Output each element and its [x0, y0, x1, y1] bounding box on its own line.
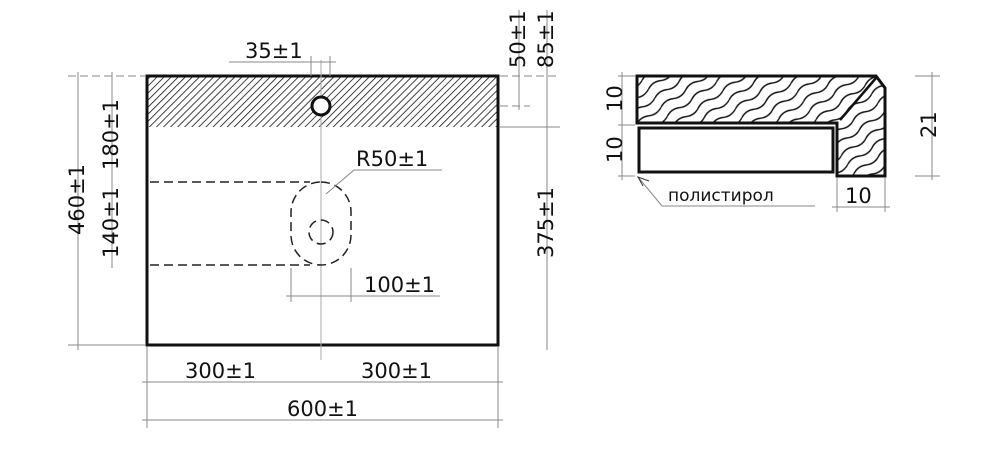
svg-text:35±1: 35±1 — [245, 39, 303, 63]
svg-text:50±1: 50±1 — [506, 10, 530, 68]
svg-text:85±1: 85±1 — [534, 10, 558, 68]
dim-thickness: 21 — [915, 72, 941, 180]
svg-text:460±1: 460±1 — [65, 164, 89, 235]
section-view: 10 10 21 10 полистирол — [603, 72, 941, 212]
drain-hole — [308, 219, 334, 245]
svg-text:полистирол: полистирол — [668, 186, 774, 206]
svg-text:10: 10 — [603, 136, 627, 163]
svg-text:180±1: 180±1 — [99, 99, 123, 170]
dim-slot-width: 100±1 — [286, 268, 440, 302]
hatched-shell — [635, 74, 887, 178]
drain-slot — [290, 181, 352, 266]
material-callout: полистирол — [636, 176, 815, 207]
svg-text:10: 10 — [845, 184, 872, 208]
svg-text:21: 21 — [917, 111, 941, 138]
dim-hole-from-edge: 50±1 — [500, 10, 560, 110]
svg-text:R50±1: R50±1 — [356, 147, 428, 171]
svg-text:600±1: 600±1 — [287, 397, 358, 421]
svg-text:300±1: 300±1 — [361, 359, 432, 383]
tap-hole — [310, 95, 332, 117]
dim-wall-width: 10 — [832, 178, 890, 212]
dim-widths: 300±1 300±1 600±1 — [142, 347, 503, 428]
dim-slot-from-edge: 85±1 375±1 — [500, 10, 560, 350]
dim-hole-offset: 35±1 — [229, 39, 336, 76]
dim-slot-length: 140±1 — [99, 187, 123, 258]
svg-text:100±1: 100±1 — [364, 273, 435, 297]
plan-view: 35±1 460±1 180±1 140±1 50±1 85±1 375±1 — [65, 10, 560, 428]
polystyrene-core — [637, 126, 835, 174]
svg-text:10: 10 — [603, 85, 627, 112]
dim-slot-radius: R50±1 — [325, 147, 442, 195]
dim-total-depth: 460±1 — [65, 72, 145, 350]
sink-outline — [145, 74, 500, 347]
svg-text:300±1: 300±1 — [185, 359, 256, 383]
dim-top-to-slot: 180±1 140±1 — [99, 72, 123, 268]
dim-slot-to-front: 375±1 — [534, 187, 558, 258]
dim-layers: 10 10 — [603, 72, 635, 180]
